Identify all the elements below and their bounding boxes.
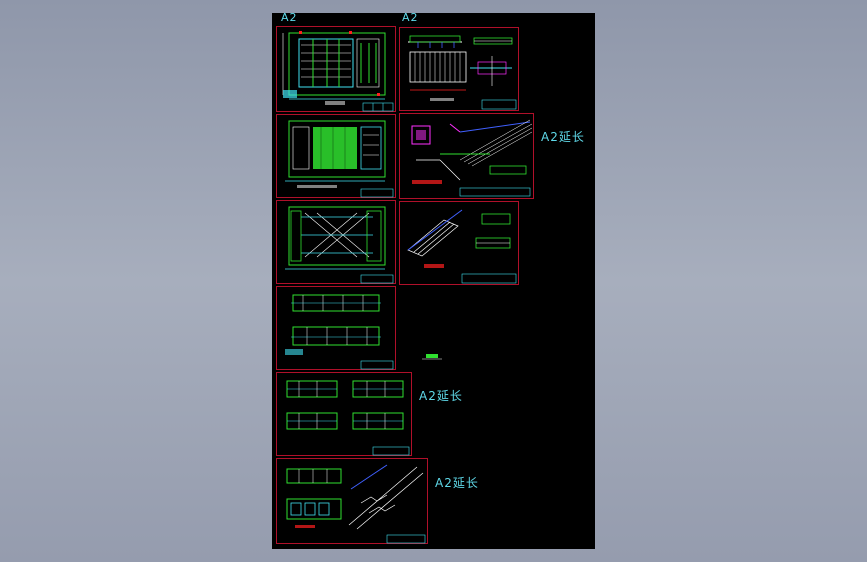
sheet-section-4[interactable] [276,458,428,544]
sheet-plan-1[interactable] [276,26,396,112]
sheet-section-2[interactable] [276,286,396,370]
sheet-size-label-extended-3: A2延长 [435,476,479,490]
sheet-section-2-drawing [285,294,394,370]
sheet-isometric-1[interactable] [399,113,534,199]
sheet-section-3-drawing [286,380,410,456]
sheet-section-3[interactable] [276,372,412,456]
sheet-size-label-left: A2 [281,11,298,24]
sheet-isometric-2-drawing [407,209,517,284]
sheet-section-4-drawing [286,464,426,544]
sheet-plan-3-drawing [285,206,394,284]
sheet-section-1[interactable] [399,27,519,111]
sheet-section-1-drawing [408,35,517,110]
sheet-plan-1-drawing [282,31,394,112]
stray-annotation[interactable] [422,346,442,360]
sheet-isometric-1-drawing [411,119,533,197]
sheet-plan-3[interactable] [276,200,396,284]
sheet-isometric-2[interactable] [399,201,519,285]
sheet-size-label-right: A2 [402,11,419,24]
stray-annotation-drawing [422,354,442,360]
sheet-size-label-extended-1: A2延长 [541,130,585,144]
sheet-plan-2-drawing [285,120,394,198]
sheet-plan-2[interactable] [276,114,396,198]
sheet-size-label-extended-2: A2延长 [419,389,463,403]
